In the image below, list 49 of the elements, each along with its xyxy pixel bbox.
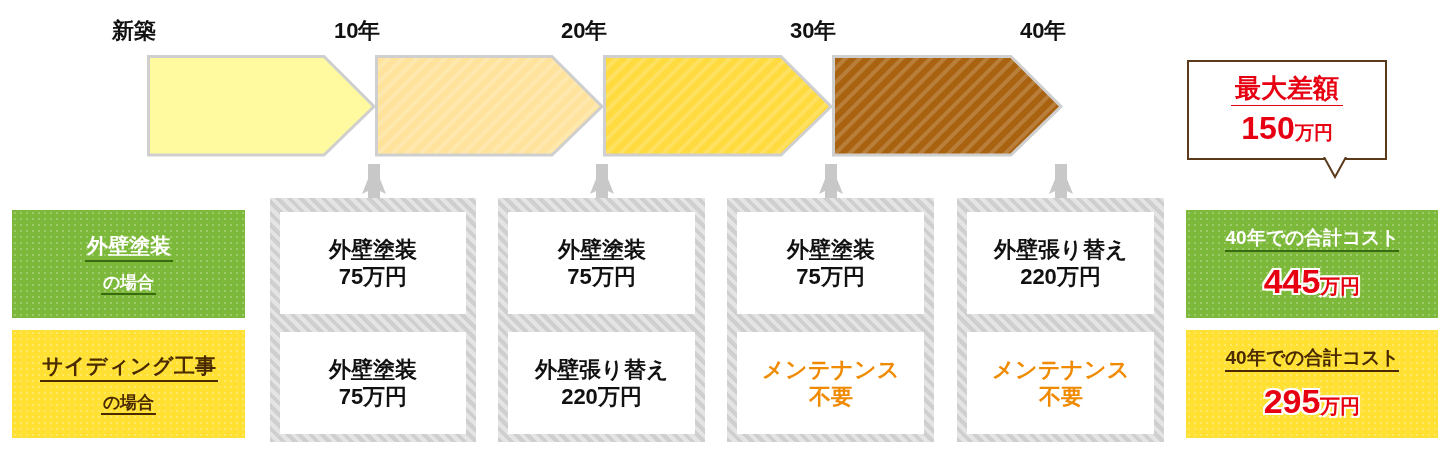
arrow bbox=[819, 164, 843, 198]
arrow bbox=[362, 164, 386, 198]
method-heading: 外壁塗装 bbox=[84, 233, 173, 262]
cost-text: 220万円 bbox=[1020, 263, 1101, 291]
year-label: 新築 bbox=[112, 17, 156, 45]
cost-cell bbox=[967, 212, 1154, 314]
method-heading: サイディング工事 bbox=[39, 353, 218, 382]
method-subheading: の場合 bbox=[101, 271, 156, 295]
cost-cell bbox=[737, 332, 924, 434]
work-name: 外壁張り替え bbox=[534, 355, 669, 383]
striped-panel bbox=[727, 198, 934, 442]
row-label-panel bbox=[12, 330, 245, 438]
total-amount: 295万円 bbox=[1263, 380, 1361, 422]
total-cost-panel bbox=[1186, 210, 1438, 318]
year-label: 30年 bbox=[790, 17, 837, 45]
cost-text: 220万円 bbox=[561, 383, 642, 411]
cost-cell bbox=[280, 212, 466, 314]
total-heading: 40年での合計コスト bbox=[1225, 225, 1399, 252]
total-amount: 445万円 bbox=[1263, 260, 1361, 302]
cost-text: メンテナンス不要 bbox=[760, 355, 901, 411]
arrow bbox=[1049, 164, 1073, 198]
method-subheading: の場合 bbox=[101, 391, 156, 415]
difference-amount: 150万円 bbox=[1241, 108, 1333, 148]
cost-cell bbox=[967, 332, 1154, 434]
cost-text: 75万円 bbox=[567, 263, 636, 291]
striped-panel bbox=[270, 198, 476, 442]
cost-text: メンテナンス不要 bbox=[990, 355, 1131, 411]
year-label: 10年 bbox=[334, 17, 381, 45]
cost-cell bbox=[508, 212, 695, 314]
cost-text: 75万円 bbox=[796, 263, 865, 291]
work-name: 外壁塗装 bbox=[329, 235, 417, 263]
difference-heading: 最大差額 bbox=[1231, 72, 1343, 106]
total-cost-panel bbox=[1186, 330, 1438, 438]
cost-cell bbox=[737, 212, 924, 314]
work-name: 外壁塗装 bbox=[557, 235, 646, 263]
cost-text: 75万円 bbox=[338, 383, 408, 411]
year-label: 20年 bbox=[561, 17, 608, 45]
cost-cell bbox=[508, 332, 695, 434]
work-name: 外壁塗装 bbox=[786, 235, 875, 263]
striped-panel bbox=[957, 198, 1164, 442]
row-label-panel bbox=[12, 210, 245, 318]
cost-text: 75万円 bbox=[338, 263, 408, 291]
striped-panel bbox=[498, 198, 705, 442]
work-name: 外壁張り替え bbox=[993, 235, 1128, 263]
total-heading: 40年での合計コスト bbox=[1225, 345, 1399, 372]
arrow bbox=[590, 164, 614, 198]
cost-cell bbox=[280, 332, 466, 434]
work-name: 外壁塗装 bbox=[329, 355, 417, 383]
year-label: 40年 bbox=[1020, 17, 1067, 45]
